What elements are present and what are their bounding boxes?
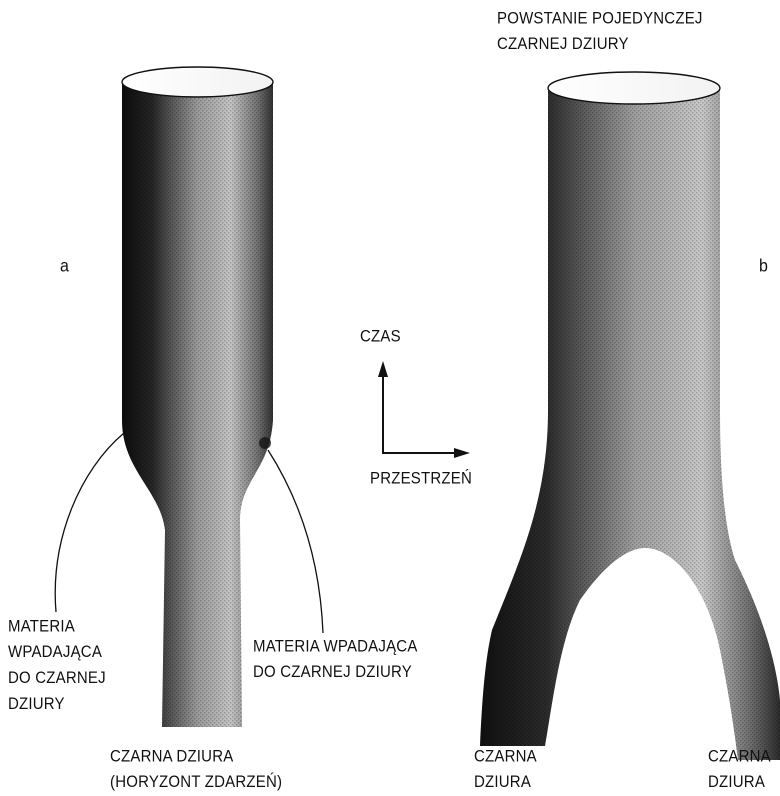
leader-line-right: [268, 450, 323, 633]
tube-b-top-rim: [548, 72, 720, 104]
time-axis-label: CZAS: [360, 324, 401, 350]
black-hole-a-line-1: CZARNA DZIURA: [110, 744, 282, 770]
leader-line-left: [55, 433, 124, 612]
matter-right-line-1: MATERIA WPADAJĄCA: [253, 634, 418, 660]
tube-a-top-rim: [122, 67, 273, 97]
black-hole-b-right-label: CZARNA DZIURA: [708, 744, 771, 796]
formation-label: POWSTANIE POJEDYNCZEJ CZARNEJ DZIURY: [497, 6, 703, 58]
panel-b-letter: b: [759, 254, 768, 280]
black-hole-b-left-label: CZARNA DZIURA: [474, 744, 537, 796]
tube-b-texture: [480, 88, 780, 760]
matter-left-line-1: MATERIA: [8, 614, 106, 640]
matter-left-label: MATERIA WPADAJĄCA DO CZARNEJ DZIURY: [8, 614, 106, 718]
space-arrow-head: [454, 448, 470, 458]
black-hole-b-right-line-1: CZARNA: [708, 744, 771, 770]
tube-b: [480, 72, 780, 760]
matter-left-line-2: WPADAJĄCA: [8, 640, 106, 666]
formation-label-line-2: CZARNEJ DZIURY: [497, 32, 703, 58]
black-hole-a-line-2: (HORYZONT ZDARZEŃ): [110, 770, 282, 796]
time-arrow-head: [378, 361, 388, 377]
matter-left-line-3: DO CZARNEJ: [8, 666, 106, 692]
formation-label-line-1: POWSTANIE POJEDYNCZEJ: [497, 6, 703, 32]
black-hole-b-left-line-2: DZIURA: [474, 770, 537, 796]
matter-right-line-2: DO CZARNEJ DZIURY: [253, 660, 418, 686]
tube-a: [122, 67, 273, 727]
tube-a-dark-spot: [259, 437, 271, 449]
black-hole-b-right-line-2: DZIURA: [708, 770, 771, 796]
black-hole-b-left-line-1: CZARNA: [474, 744, 537, 770]
tube-a-texture: [122, 82, 273, 727]
panel-a-letter: a: [60, 254, 69, 280]
matter-left-line-4: DZIURY: [8, 692, 106, 718]
axes: [378, 361, 470, 458]
matter-right-label: MATERIA WPADAJĄCA DO CZARNEJ DZIURY: [253, 634, 418, 686]
black-hole-a-label: CZARNA DZIURA (HORYZONT ZDARZEŃ): [110, 744, 282, 796]
space-axis-label: PRZESTRZEŃ: [370, 466, 472, 492]
